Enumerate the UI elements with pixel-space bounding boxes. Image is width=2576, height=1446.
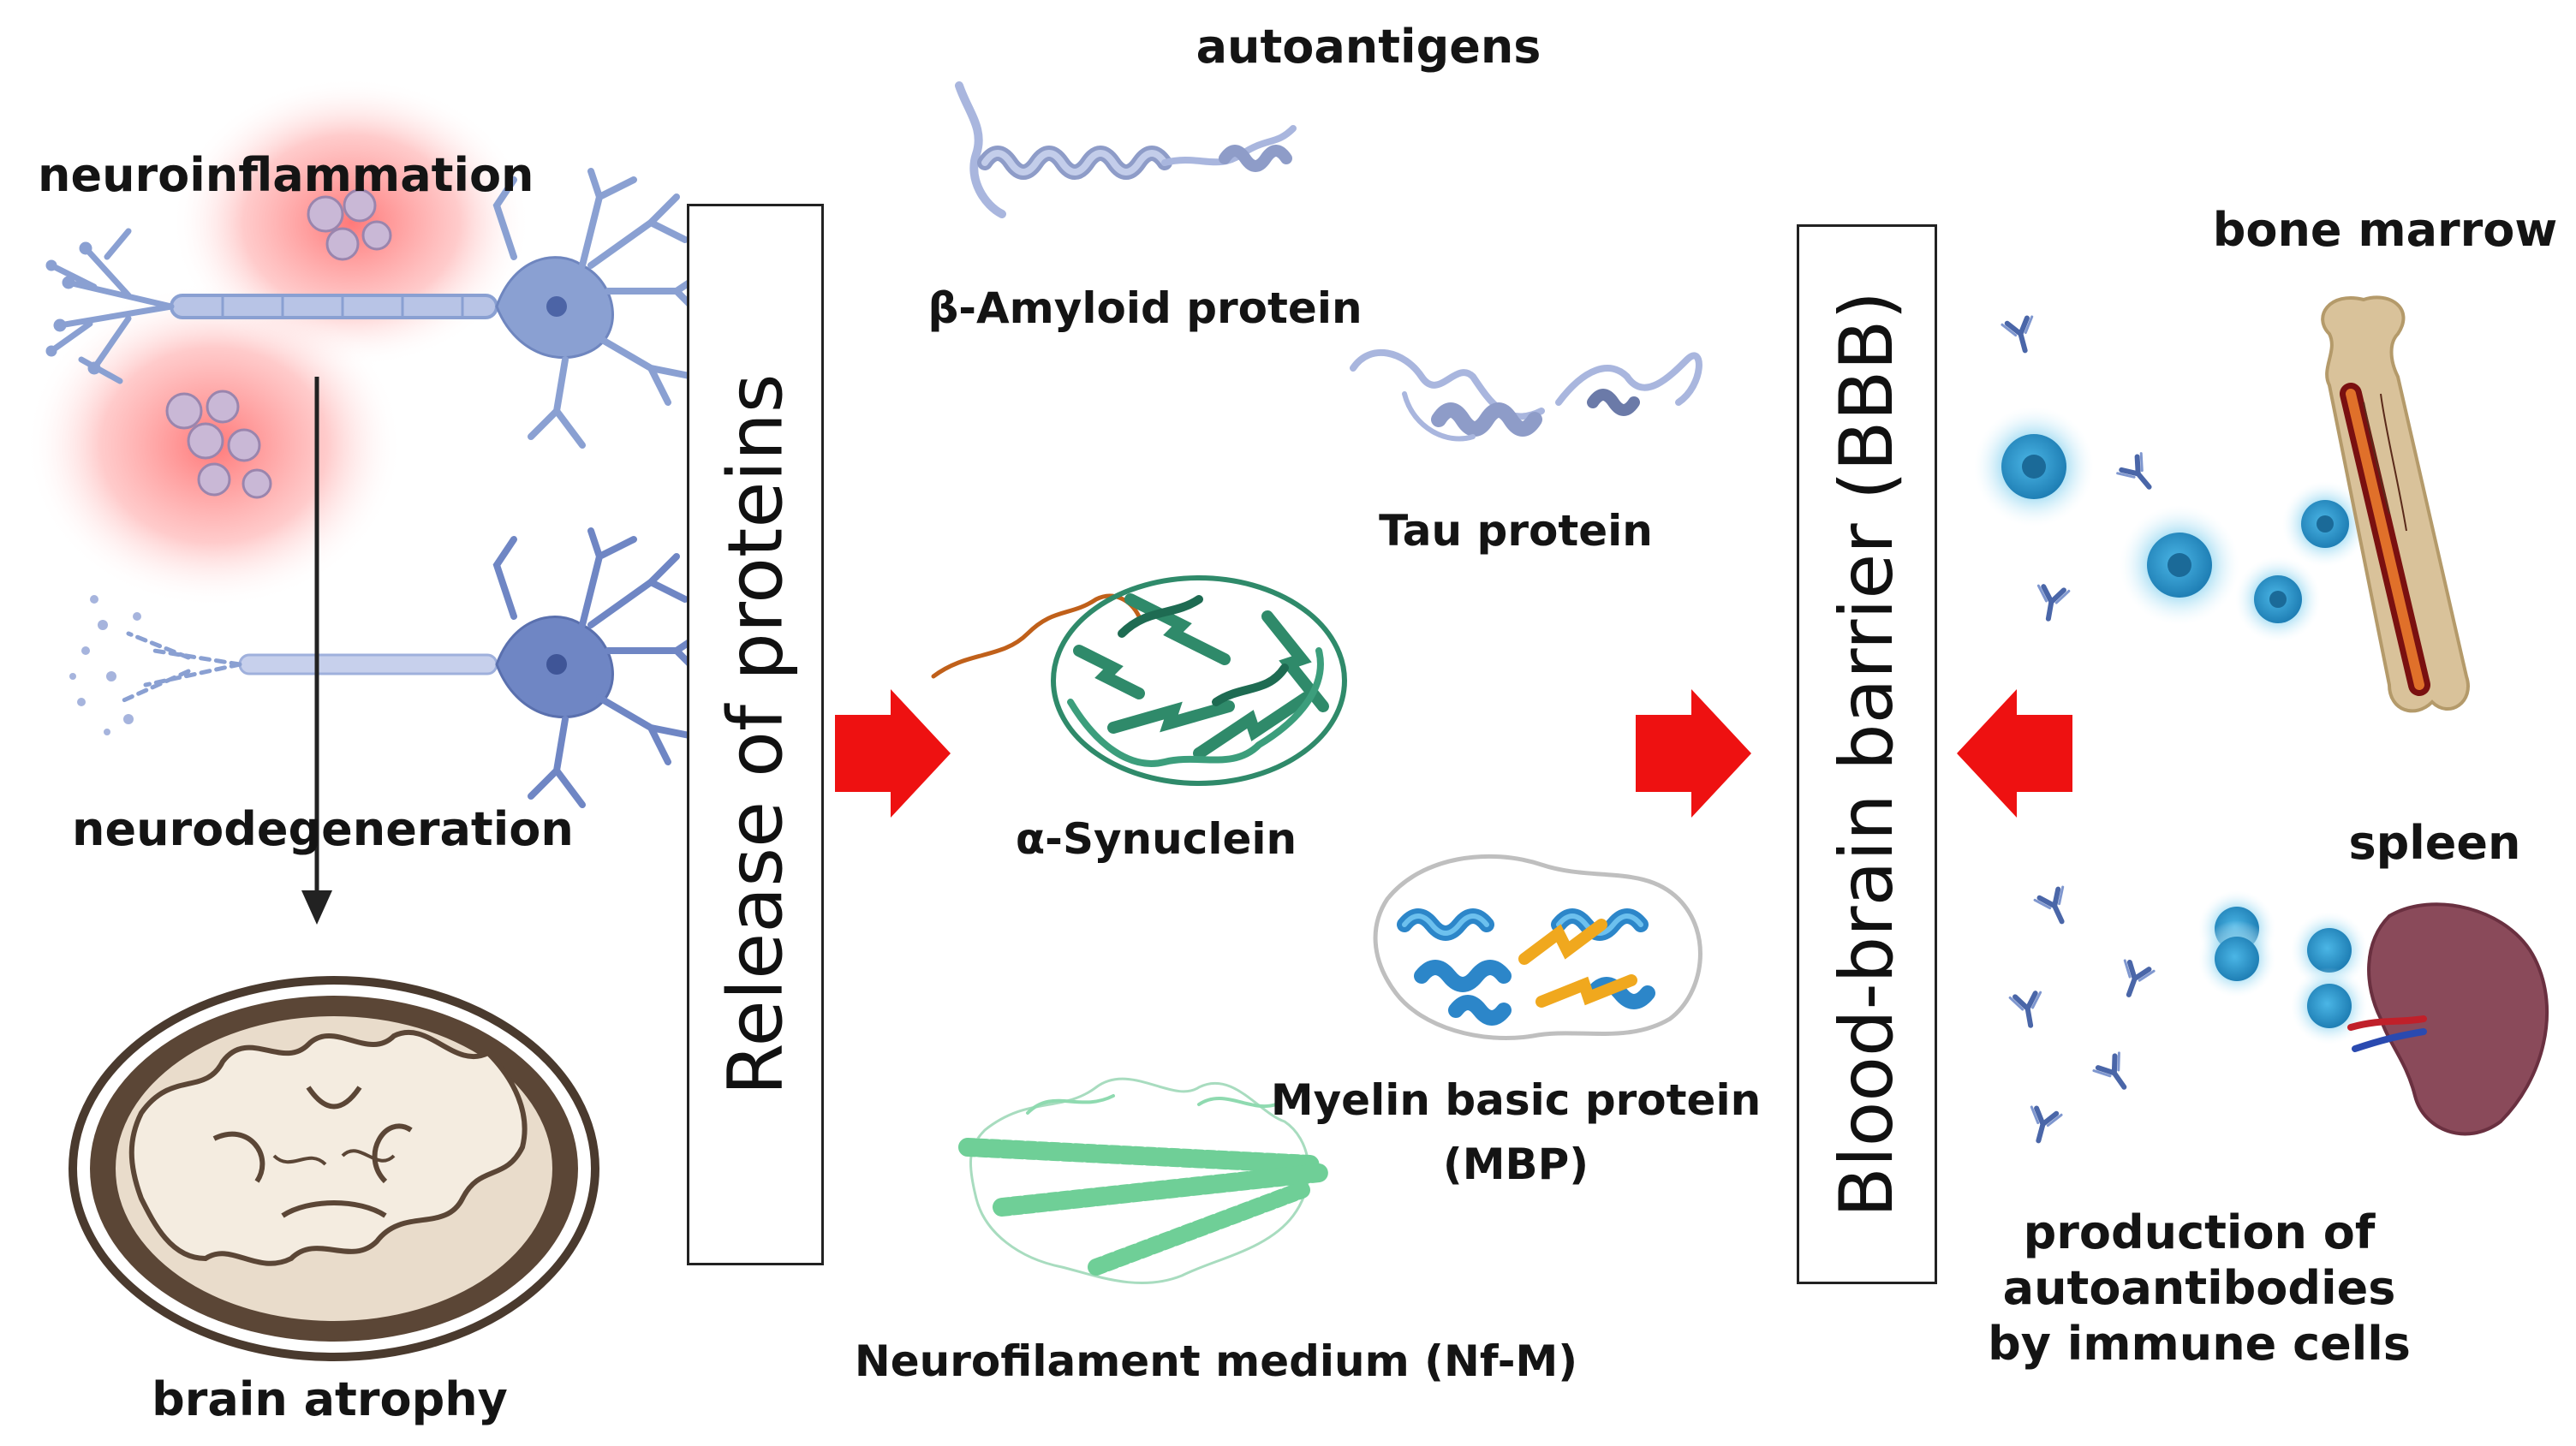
bbb-box: Blood-brain barrier (BBB) xyxy=(1797,224,1937,1284)
healthy-neuron-icon xyxy=(45,168,706,449)
neurodegeneration-label: neurodegeneration xyxy=(72,802,574,856)
degenerating-neuron-icon xyxy=(69,527,706,808)
alpha-synuclein-structure-icon xyxy=(931,575,1347,786)
brain-slice-icon xyxy=(69,976,599,1361)
tau-structure-icon xyxy=(1350,349,1702,442)
bbb-label: Blood-brain barrier (BBB) xyxy=(1824,290,1910,1218)
bone-icon xyxy=(2321,295,2470,713)
release-box: Release of proteins xyxy=(687,204,824,1265)
beta-amyloid-structure-icon xyxy=(955,81,1297,218)
arrow-right-2 xyxy=(1636,689,1751,818)
production-label: production of autoantibodies by immune c… xyxy=(1988,1205,2411,1371)
autoantigens-label: autoantigens xyxy=(1196,20,1541,74)
mbp-label-line2: (MBP) xyxy=(1442,1140,1589,1189)
synuclein-label: α-Synuclein xyxy=(1015,814,1297,864)
immune-cells xyxy=(1974,407,2368,1044)
nfm-label: Neurofilament medium (Nf-M) xyxy=(854,1336,1578,1386)
atrophy-arrow xyxy=(301,377,332,925)
tau-label: Tau protein xyxy=(1379,506,1653,556)
bone-marrow-label: bone marrow xyxy=(2212,203,2558,257)
arrow-left-1 xyxy=(1957,689,2072,818)
nfm-structure-icon xyxy=(958,1077,1328,1285)
release-label: Release of proteins xyxy=(711,373,800,1096)
mbp-structure-icon xyxy=(1373,854,1702,1040)
inflammation-cells xyxy=(165,188,392,499)
arrow-right-1 xyxy=(835,689,951,818)
amyloid-label: β-Amyloid protein xyxy=(927,283,1363,333)
brain-atrophy-label: brain atrophy xyxy=(152,1372,508,1426)
spleen-icon xyxy=(2347,902,2549,1136)
spleen-label: spleen xyxy=(2348,816,2521,870)
neuroinflammation-label: neuroinflammation xyxy=(38,148,534,202)
mbp-label-line1: Myelin basic protein xyxy=(1270,1075,1762,1125)
